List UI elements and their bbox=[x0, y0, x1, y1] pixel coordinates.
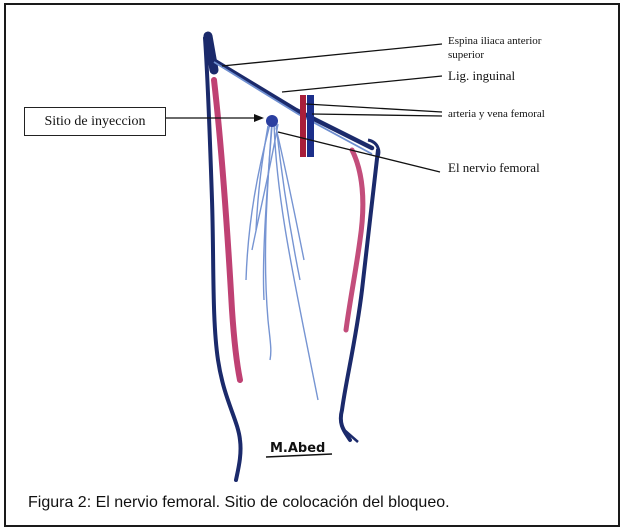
label-femoral-nerve: El nervio femoral bbox=[448, 160, 540, 175]
injection-site-marker bbox=[266, 115, 278, 127]
leader-asis bbox=[222, 44, 442, 66]
leader-vessels-1 bbox=[306, 104, 442, 112]
injection-site-label: Sitio de inyeccion bbox=[24, 107, 166, 136]
sartorius-muscle-left bbox=[214, 80, 240, 380]
leader-vessels-2 bbox=[312, 114, 442, 116]
thigh-outline-right bbox=[341, 150, 378, 440]
label-asis-line2: superior bbox=[448, 49, 484, 61]
artist-signature: M.Abed bbox=[270, 441, 325, 456]
label-inguinal-ligament: Lig. inguinal bbox=[448, 68, 516, 83]
thigh-outline-left bbox=[205, 38, 241, 480]
inguinal-ligament bbox=[210, 58, 372, 148]
label-femoral-vessels: arteria y vena femoral bbox=[448, 108, 545, 120]
femoral-artery bbox=[300, 95, 306, 157]
figure-caption: Figura 2: El nervio femoral. Sitio de co… bbox=[28, 494, 608, 512]
leader-inguinal bbox=[282, 76, 442, 92]
injection-site-label-text: Sitio de inyeccion bbox=[44, 114, 145, 130]
femoral-nerve-branches bbox=[246, 120, 318, 400]
arrowhead-injection bbox=[254, 114, 264, 122]
label-asis-line1: Espina iliaca anterior bbox=[448, 35, 542, 47]
